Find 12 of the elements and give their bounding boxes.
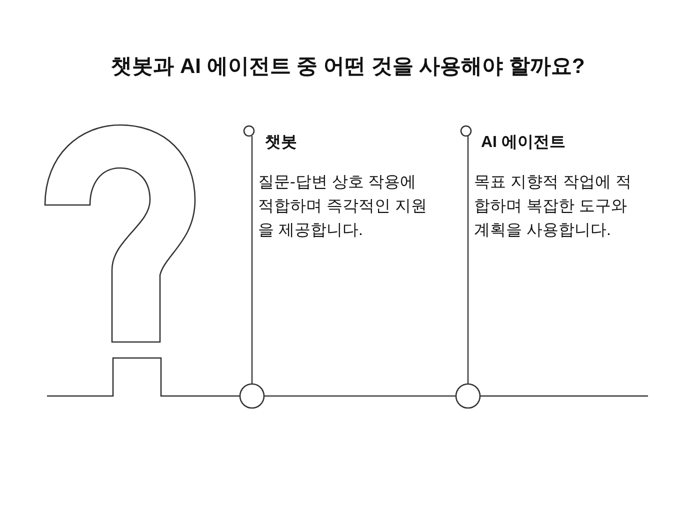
item-heading: AI 에이전트 [481,133,566,153]
connector-line [251,136,253,384]
circle-marker [455,383,481,409]
circle-marker [243,125,255,137]
item-description: 목표 지향적 작업에 적합하며 복잡한 도구와 계획을 사용합니다. [474,173,632,241]
title: 챗봇과 AI 에이전트 중 어떤 것을 사용해야 할까요? [110,54,586,80]
connector-line [264,395,456,397]
circle-marker [460,125,472,137]
circle-marker [239,383,265,409]
item-heading: 챗봇 [265,133,298,153]
item-description: 질문-답변 상호 작용에 적합하며 즉각적인 지원을 제공합니다. [258,173,428,241]
connector-line [467,136,469,384]
